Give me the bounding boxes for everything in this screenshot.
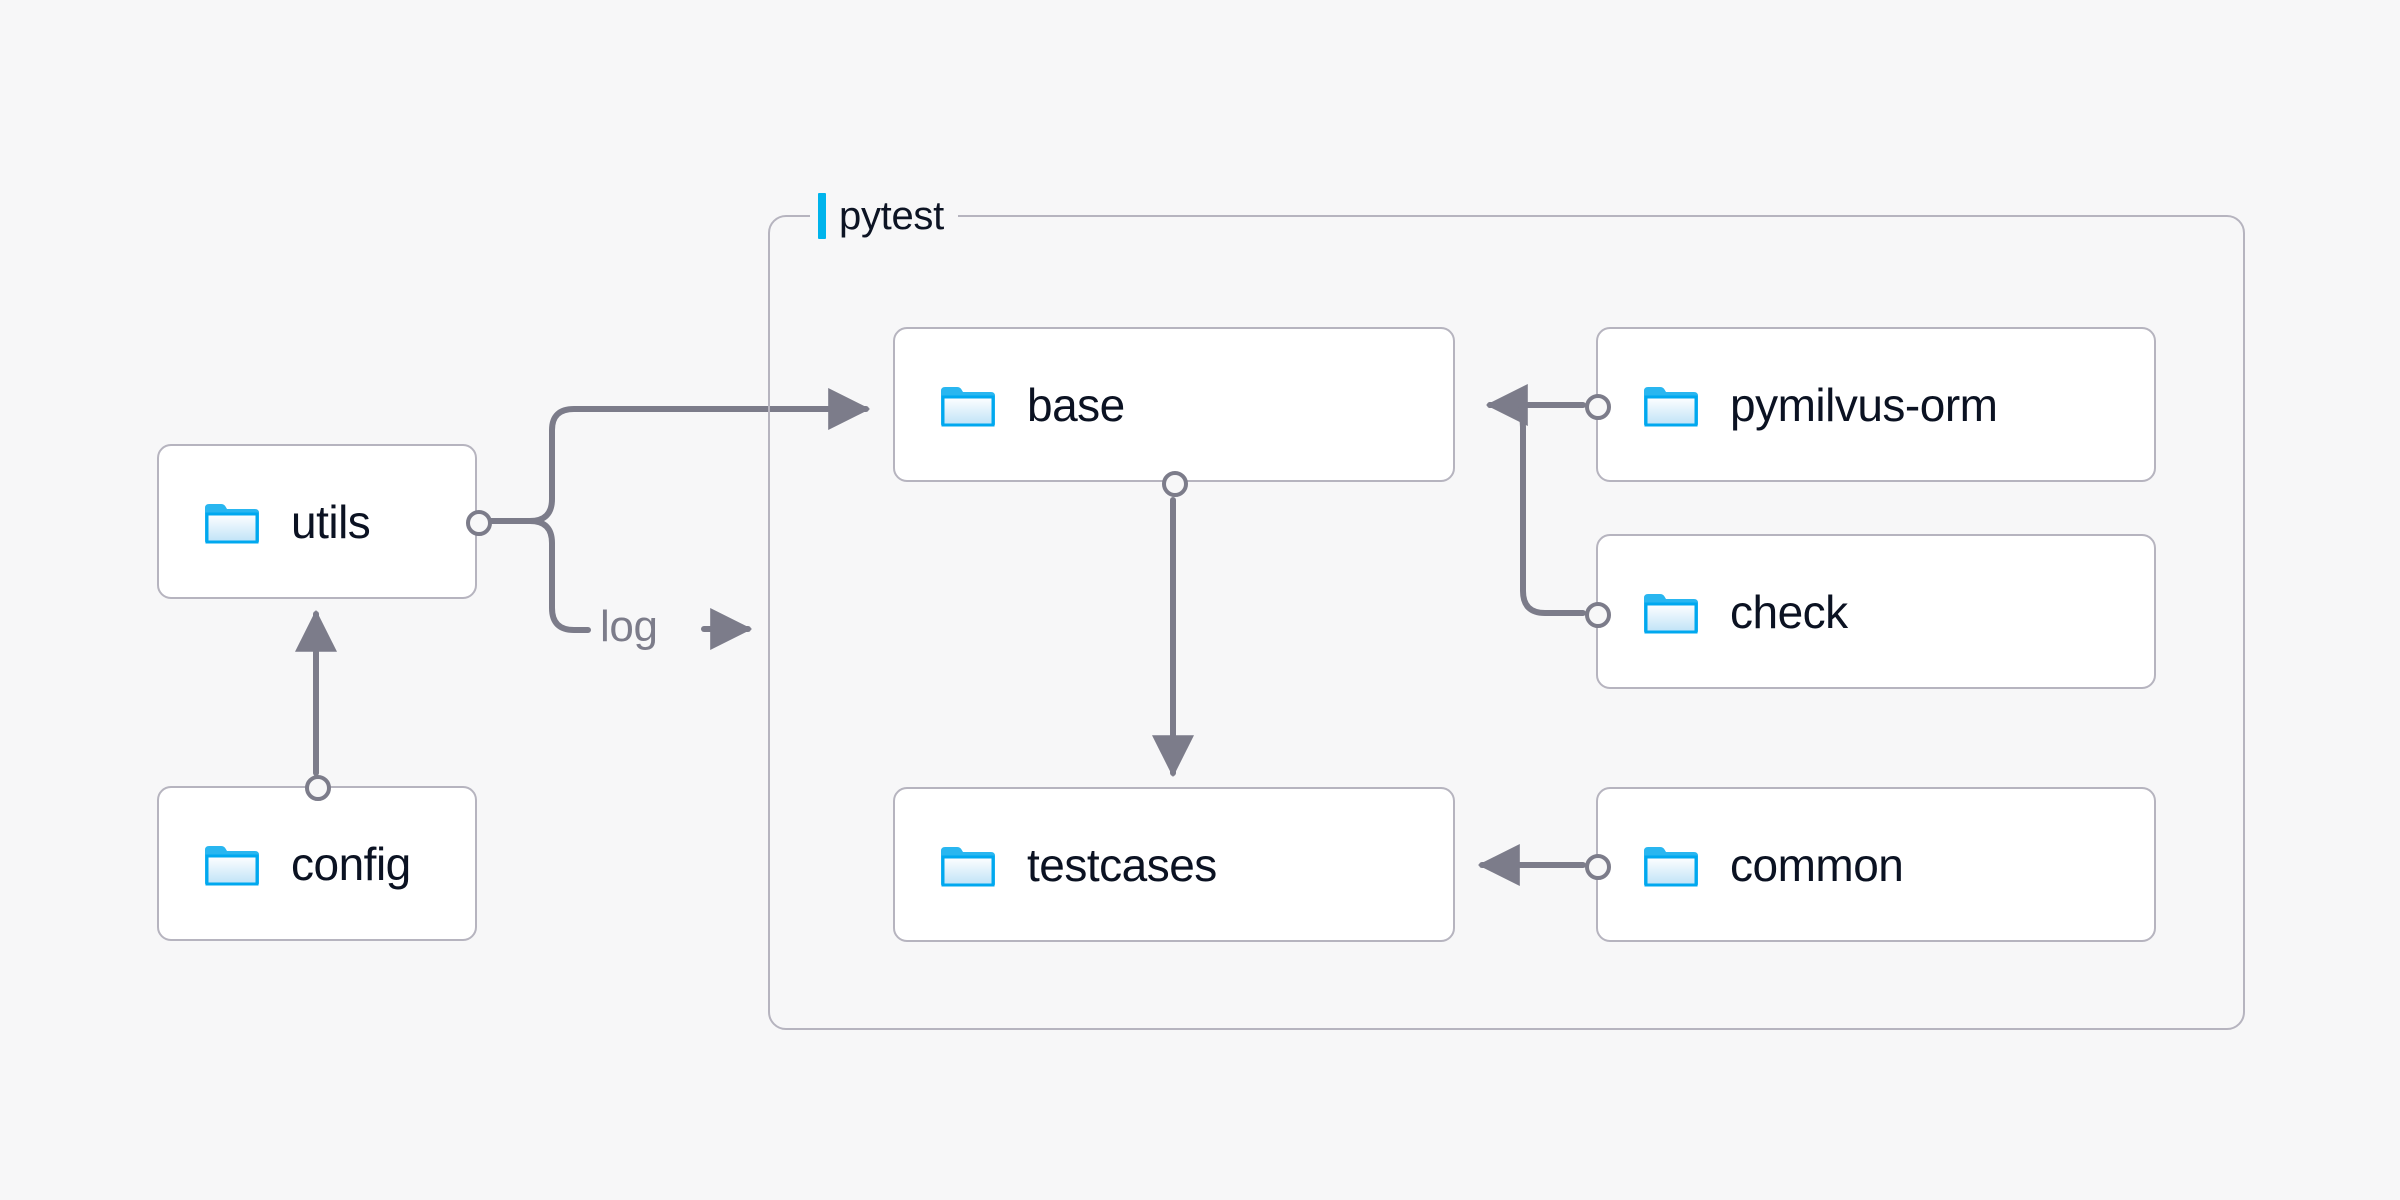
node-check-port-left[interactable] <box>1585 602 1611 628</box>
node-base-label: base <box>1027 378 1125 431</box>
edge-label-log: log <box>600 602 658 651</box>
group-pytest-label: pytest <box>810 189 958 243</box>
node-check-label: check <box>1730 585 1848 638</box>
node-config-port-top[interactable] <box>305 775 331 801</box>
node-config[interactable]: config <box>157 775 477 941</box>
group-pytest-title: pytest <box>839 194 944 238</box>
node-utils[interactable]: utils <box>157 444 492 599</box>
folder-icon <box>203 498 261 546</box>
node-utils-label: utils <box>291 495 371 548</box>
group-pytest[interactable] <box>768 215 2245 1030</box>
group-accent-bar <box>818 193 826 239</box>
folder-icon <box>1642 841 1700 889</box>
node-base-port-bottom[interactable] <box>1162 471 1188 497</box>
folder-icon <box>939 841 997 889</box>
node-common[interactable]: common <box>1585 787 2156 942</box>
node-testcases[interactable]: testcases <box>893 787 1455 942</box>
node-check[interactable]: check <box>1585 534 2156 689</box>
node-testcases-label: testcases <box>1027 838 1217 891</box>
node-common-label: common <box>1730 838 1904 891</box>
edge-utils-to-log-stub <box>487 518 591 633</box>
folder-icon <box>1642 588 1700 636</box>
folder-icon <box>1642 381 1700 429</box>
node-common-port-left[interactable] <box>1585 854 1611 880</box>
node-utils-port-right[interactable] <box>466 510 492 536</box>
folder-icon <box>939 381 997 429</box>
node-config-label: config <box>291 837 411 890</box>
node-base[interactable]: base <box>893 327 1455 497</box>
folder-icon <box>203 840 261 888</box>
node-pymilvus-orm-port-left[interactable] <box>1585 394 1611 420</box>
node-pymilvus-orm[interactable]: pymilvus-orm <box>1585 327 2156 482</box>
node-pymilvus-orm-label: pymilvus-orm <box>1730 378 1998 431</box>
